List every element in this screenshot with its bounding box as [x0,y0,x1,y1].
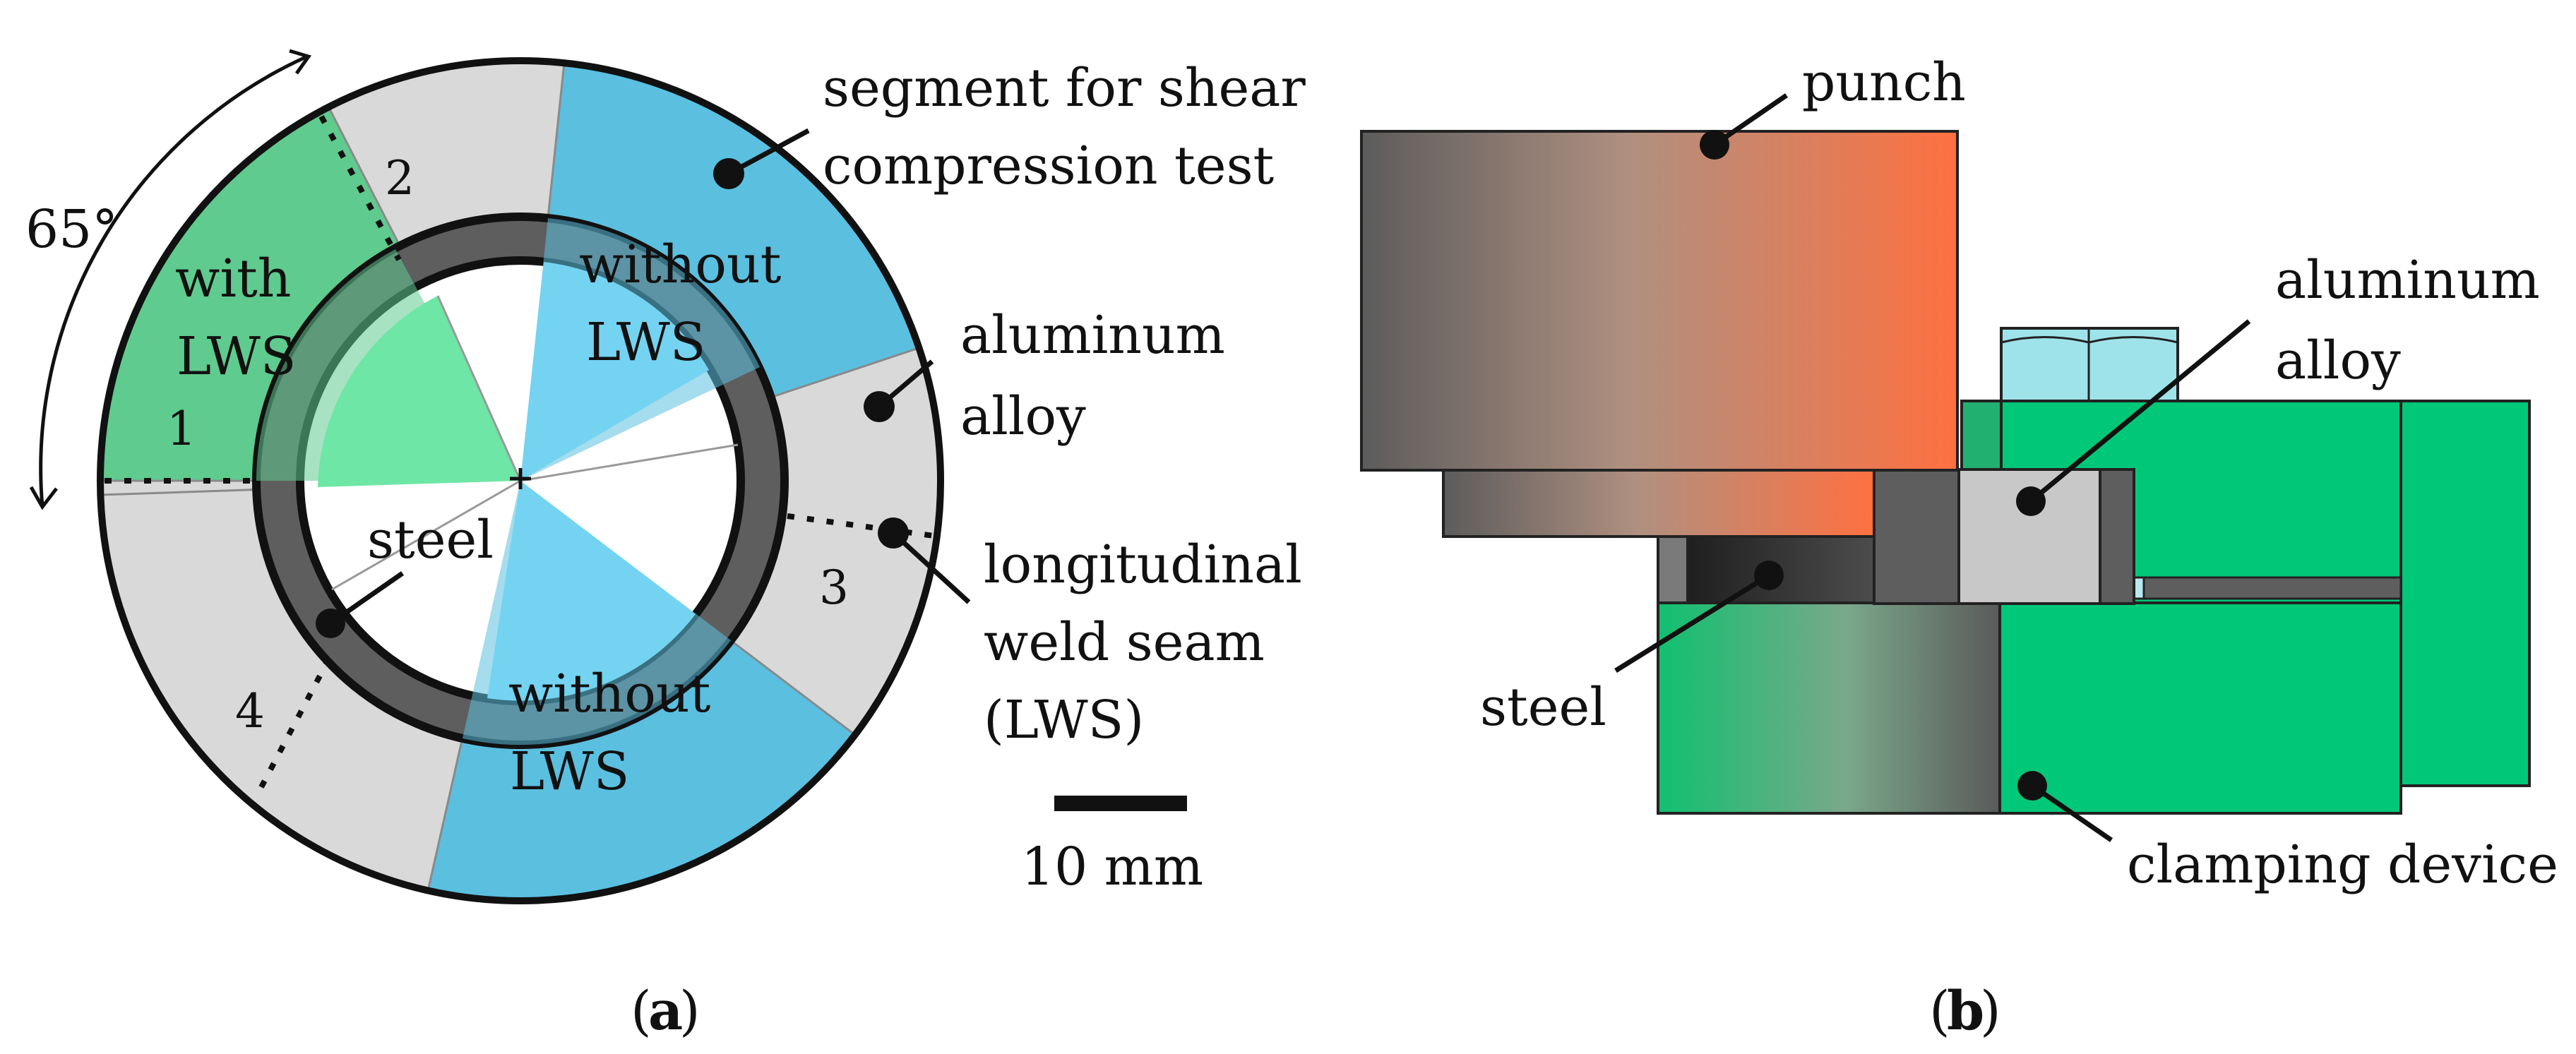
segment-number-2: 2 [385,151,415,205]
aluminum-b-marker [2016,486,2046,516]
inner-divider [520,443,739,482]
segment-number-3: 3 [819,561,849,615]
aluminum-b-line2: alloy [2275,330,2401,391]
angle-arc [39,54,309,508]
punch-label: punch [1802,52,1966,113]
without-lws-bottom-line2: LWS [510,741,629,802]
panel-b: punch aluminum alloy steel clamping devi… [1360,52,2558,1042]
caption-b-open: ( [1929,979,1950,1042]
inner-sector-green [318,296,520,487]
steel-b-label: steel [1480,677,1606,738]
clamping-label: clamping device [2127,834,2558,895]
with-lws-label-line2: LWS [177,326,296,387]
inner-divider [436,295,522,481]
angle-label: 65° [25,199,118,260]
segment-number-1: 1 [167,402,196,456]
aluminum-callout-line1: aluminum [960,305,1225,366]
rod [2142,576,2402,600]
inner-sector-blue-bottom [487,481,696,701]
aluminum-b-line1: aluminum [2275,250,2540,311]
lws-dotted-4 [258,652,335,789]
arrow-head-top [289,49,312,75]
panel-a: 65° 1 2 3 4 with LWS without LWS without… [25,49,1306,1042]
lws-callout-line2: weld seam [984,612,1265,673]
aluminum-side [2099,468,2135,605]
steel-b-marker [1754,561,1784,590]
aluminum-callout-leader [877,359,934,409]
caption-a-open: ( [631,979,652,1042]
punch-marker [1700,130,1729,160]
segment-callout-line2: compression test [823,136,1275,196]
clamping-device-right [2399,400,2531,787]
clamping-leader [2031,784,2113,842]
lws-callout-line3: (LWS) [984,690,1144,750]
segment-number-4: 4 [235,684,265,738]
without-lws-bottom-line1: without [508,664,711,724]
with-lws-label-line1: with [175,248,291,309]
caption-a-close: ) [679,979,700,1042]
arrow-head-bottom [29,486,58,510]
aluminum-b-leader [2029,319,2251,503]
scale-bar-label: 10 mm [1021,837,1203,897]
punch-upper [1360,130,1959,472]
caption-b-close: ) [1980,979,2001,1042]
steel-marker [316,609,345,638]
scale-bar [1054,796,1187,811]
steel-label: steel [367,510,494,570]
outer-rim [97,57,944,904]
lws-dotted-3 [787,513,940,539]
caption-b-letter: b [1947,979,1984,1042]
clamping-marker [2017,771,2047,801]
without-lws-top-line2: LWS [586,312,705,373]
inner-sector-blue-top [520,262,709,481]
steel-left-piece [1657,535,1689,604]
clamping-device-lower [1998,601,2402,815]
lws-callout-leader [891,531,971,604]
lws-dotted-2 [318,115,402,261]
caption-a-letter: a [648,979,683,1042]
segment-callout-line1: segment for shear [823,58,1306,119]
steel-right-piece [1873,468,1960,605]
segment-callout-leader [727,128,810,176]
without-lws-top-line1: without [579,234,782,295]
lower-block [1657,601,2001,815]
punch-lower [1442,469,1876,538]
inner-divider [331,479,521,591]
steel-b-leader [1614,573,1770,673]
aluminum-callout-line2: alloy [960,386,1086,447]
lws-callout-line1: longitudinal [984,534,1302,595]
nut-curve [2000,336,2178,344]
